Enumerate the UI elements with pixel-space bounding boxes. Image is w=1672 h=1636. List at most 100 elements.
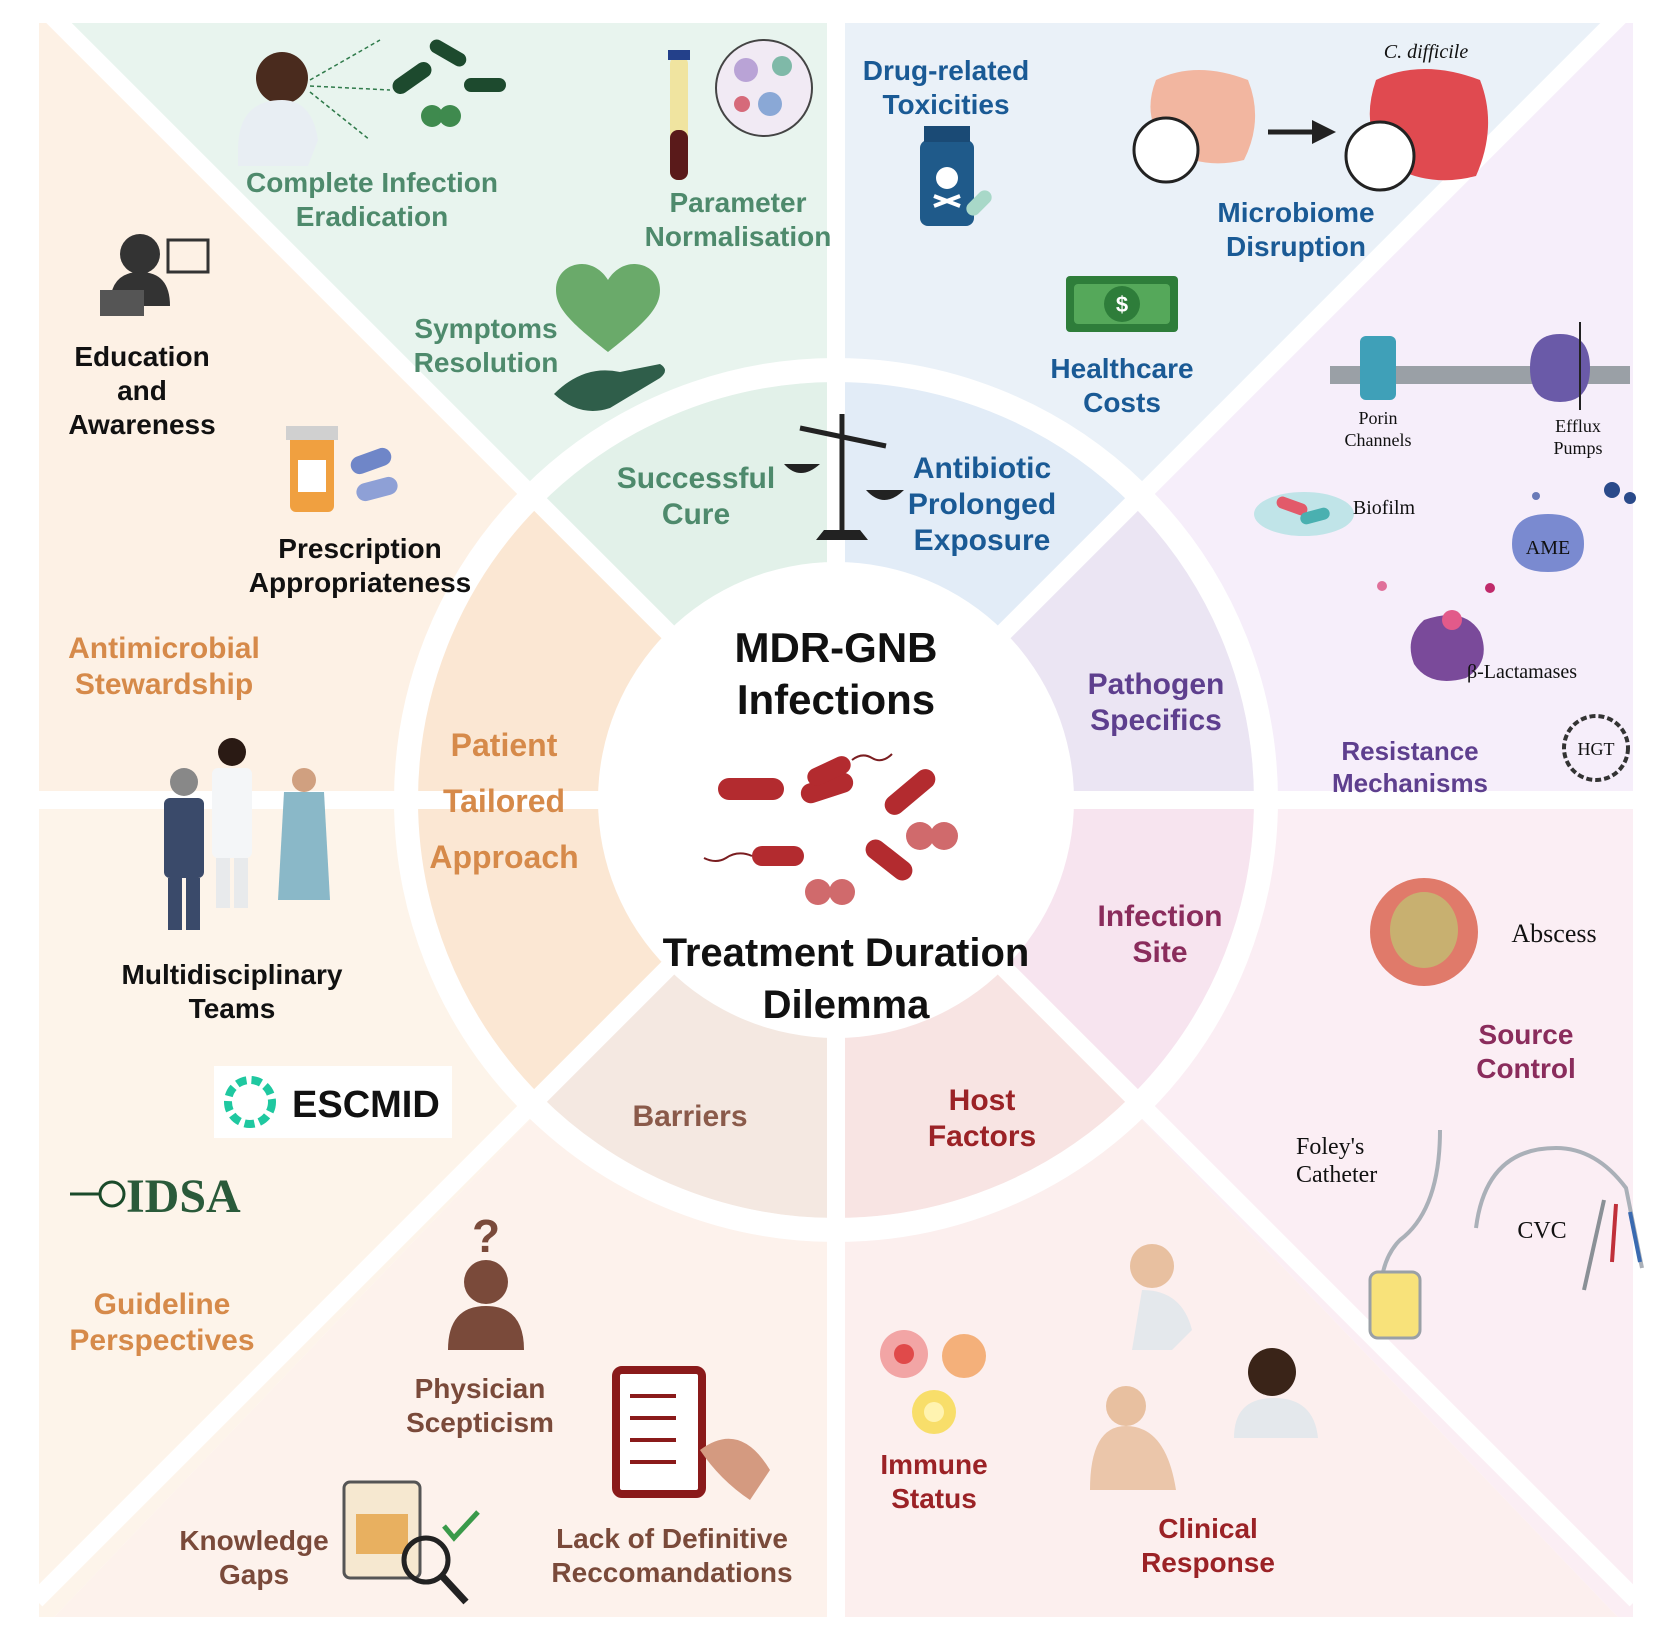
porin-channels-line1: Porin xyxy=(1358,408,1397,428)
clinical-response-line2: Response xyxy=(1141,1547,1275,1578)
patient-tailored-line1: Patient xyxy=(451,727,558,763)
guideline-perspectives-line2: Perspectives xyxy=(69,1324,254,1357)
hgt-label: HGT xyxy=(1578,739,1615,759)
immune-status-line2: Status xyxy=(891,1483,977,1514)
microbiome-disruption-line2: Disruption xyxy=(1226,231,1366,262)
education-awareness-line3: Awareness xyxy=(68,409,215,440)
source-control-line1: Source xyxy=(1479,1019,1574,1050)
complete-eradication-line2: Eradication xyxy=(296,201,448,232)
medical-team-icon xyxy=(164,738,330,930)
healthcare-costs-line2: Costs xyxy=(1083,387,1161,418)
bacteria-cluster-icon xyxy=(703,753,958,905)
infection-site-line1: Infection xyxy=(1098,900,1223,933)
host-factors-line1: Host xyxy=(949,1084,1016,1117)
prescription-appropriateness-line1: Prescription xyxy=(278,533,441,564)
microbiome-disruption-line1: Microbiome xyxy=(1217,197,1374,228)
pathogen-specifics-line2: Specifics xyxy=(1090,704,1222,737)
pill-bottle-icon xyxy=(286,426,398,512)
checklist-icon xyxy=(612,1366,770,1500)
healthcare-costs-line1: Healthcare xyxy=(1050,353,1193,384)
symptoms-resolution-line2: Resolution xyxy=(414,347,559,378)
antibiotic-exposure-line2: Prolonged xyxy=(908,488,1056,521)
antibiotic-exposure-line1: Antibiotic xyxy=(913,452,1051,485)
abscess-label: Abscess xyxy=(1511,919,1596,948)
escmid-logo: ESCMID xyxy=(214,1066,452,1138)
escmid-text: ESCMID xyxy=(292,1084,440,1126)
ame-label: AME xyxy=(1526,537,1570,559)
education-awareness-line1: Education xyxy=(74,341,209,372)
idsa-logo: IDSA xyxy=(70,1170,241,1223)
complete-eradication-line1: Complete Infection xyxy=(246,167,498,198)
resistance-mechanisms-line1: Resistance xyxy=(1341,736,1478,766)
antimicrobial-stewardship-line1: Antimicrobial xyxy=(68,632,260,665)
lack-recommendations-line1: Lack of Definitive xyxy=(556,1523,788,1554)
barriers-label: Barriers xyxy=(632,1100,747,1133)
intestine-icon xyxy=(1132,69,1489,192)
antibiotic-exposure-line3: Exposure xyxy=(914,524,1051,557)
parameter-normalisation-line2: Normalisation xyxy=(645,221,832,252)
abscess-icon xyxy=(1370,878,1478,986)
clinical-response-line1: Clinical xyxy=(1158,1513,1258,1544)
symptoms-resolution-line1: Symptoms xyxy=(414,313,557,344)
multidisciplinary-teams-line2: Teams xyxy=(189,993,276,1024)
center-title-line2: Infections xyxy=(737,676,935,723)
efflux-pumps-line1: Efflux xyxy=(1555,416,1601,436)
sick-patients-icon xyxy=(1090,1244,1318,1490)
teacher-icon xyxy=(100,234,210,316)
host-factors-line2: Factors xyxy=(928,1120,1036,1153)
plasmid-icon xyxy=(1562,714,1630,782)
balance-scale-icon xyxy=(784,414,904,540)
biofilm-label: Biofilm xyxy=(1353,497,1416,519)
foley-catheter-line2: Catheter xyxy=(1296,1162,1377,1188)
blood-sample-icon xyxy=(668,39,813,180)
resistance-mechanisms-line2: Mechanisms xyxy=(1332,768,1488,798)
center-subtitle-line1: Treatment Duration xyxy=(663,931,1030,975)
multidisciplinary-teams-line1: Multidisciplinary xyxy=(122,959,343,990)
biofilm-icon xyxy=(1254,492,1354,536)
idsa-text: IDSA xyxy=(126,1170,241,1223)
cell-membrane-icon xyxy=(1330,322,1630,410)
antimicrobial-stewardship-line2: Stewardship xyxy=(75,668,253,701)
efflux-pumps-line2: Pumps xyxy=(1553,438,1602,458)
knowledge-gaps-line1: Knowledge xyxy=(179,1525,328,1556)
education-awareness-line2: and xyxy=(117,375,167,406)
cvc-label: CVC xyxy=(1517,1218,1566,1244)
beta-lactamases-label: β-Lactamases xyxy=(1467,661,1577,683)
drug-toxicities-line1: Drug-related xyxy=(863,55,1029,86)
center-subtitle-line2: Dilemma xyxy=(763,983,930,1027)
svg-text:$: $ xyxy=(1116,292,1128,317)
svg-text:?: ? xyxy=(472,1210,500,1262)
ame-enzyme-icon xyxy=(1512,482,1636,572)
parameter-normalisation-line1: Parameter xyxy=(670,187,807,218)
source-control-line2: Control xyxy=(1476,1053,1576,1084)
infection-site-line2: Site xyxy=(1132,936,1187,969)
foley-catheter-icon xyxy=(1368,1129,1442,1340)
porin-channels-line2: Channels xyxy=(1345,430,1412,450)
immune-cells-icon xyxy=(880,1330,986,1434)
patient-tailored-line3: Approach xyxy=(429,839,578,875)
center-title-line1: MDR-GNB xyxy=(735,624,938,671)
money-icon: $ xyxy=(1066,276,1178,332)
successful-cure-line2: Cure xyxy=(662,498,730,531)
physician-scepticism-line1: Physician xyxy=(415,1373,546,1404)
immune-status-line1: Immune xyxy=(880,1449,987,1480)
pathogen-specifics-line1: Pathogen xyxy=(1088,668,1225,701)
c-difficile-label: C. difficile xyxy=(1384,41,1469,63)
cvc-icon xyxy=(1474,1145,1644,1291)
document-magnifier-icon xyxy=(342,1480,480,1605)
beta-lactamase-icon xyxy=(1377,581,1495,681)
heart-in-hand-icon xyxy=(554,264,665,411)
patient-tailored-line2: Tailored xyxy=(443,783,565,819)
drug-toxicities-line2: Toxicities xyxy=(882,89,1009,120)
guideline-perspectives-line1: Guideline xyxy=(94,1288,231,1321)
patient-coughing-icon xyxy=(238,39,506,166)
foley-catheter-line1: Foley's xyxy=(1296,1134,1364,1160)
center-circle xyxy=(598,562,1074,1038)
successful-cure-line1: Successful xyxy=(617,462,775,495)
toxic-bottle-icon xyxy=(920,126,992,226)
lack-recommendations-line2: Reccomandations xyxy=(551,1557,792,1588)
physician-question-icon: ? xyxy=(448,1210,524,1350)
knowledge-gaps-line2: Gaps xyxy=(219,1559,289,1590)
